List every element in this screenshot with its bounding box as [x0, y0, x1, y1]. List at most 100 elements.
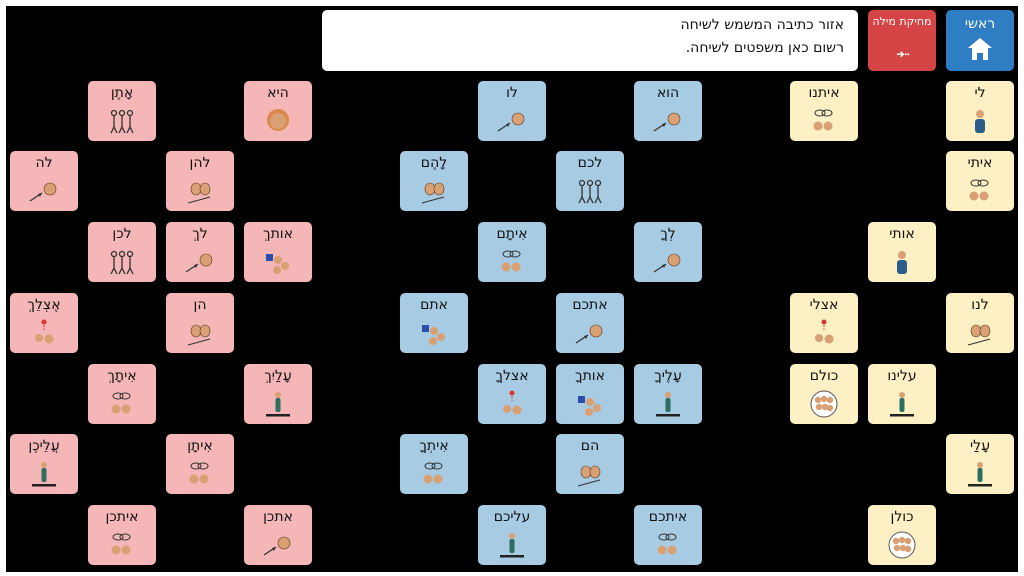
word-tile[interactable]: אתם: [400, 293, 468, 353]
word-tile[interactable]: אִיתָךְ: [88, 364, 156, 424]
word-tile[interactable]: הם: [556, 434, 624, 494]
at-you-woman-icon: [35, 319, 54, 344]
word-tile[interactable]: להן: [166, 151, 234, 211]
word-tile[interactable]: איתכם: [634, 505, 702, 565]
word-tile[interactable]: לנו: [946, 293, 1014, 353]
you-group-icon: [578, 179, 602, 204]
to-us-icon: [967, 324, 991, 346]
word-tile-label: אתכם: [572, 297, 608, 313]
word-tile[interactable]: אִיתָן: [166, 434, 234, 494]
word-tile[interactable]: הוא: [634, 81, 702, 141]
at-me-icon: [815, 319, 834, 344]
word-tile[interactable]: אותךָ: [556, 364, 624, 424]
on-you-man-icon: [656, 392, 680, 417]
word-tile[interactable]: לכם: [556, 151, 624, 211]
message-area[interactable]: אזור כתיבה המשמש לשיחה רשום כאן משפטים ל…: [322, 10, 858, 71]
word-tile[interactable]: עלינו: [868, 364, 936, 424]
you-group-women-icon: [110, 250, 134, 275]
word-tile[interactable]: היא: [244, 81, 312, 141]
word-tile-label: הן: [193, 297, 207, 313]
to-you-woman-icon: [185, 253, 213, 273]
everyone-icon: [810, 390, 838, 418]
word-tile[interactable]: לו: [478, 81, 546, 141]
word-tile-label: לי: [974, 85, 986, 101]
with-you-men-icon: [657, 533, 677, 555]
with-me-icon: [969, 179, 989, 201]
delete-word-button[interactable]: מחיקת מילה: [868, 10, 936, 71]
with-them-women-icon: [189, 462, 209, 484]
with-them-icon: [501, 250, 521, 272]
on-you-women-icon: [32, 462, 56, 487]
on-you-men-icon: [500, 533, 524, 558]
word-tile-label: אותי: [889, 226, 915, 242]
word-tile[interactable]: אתכם: [556, 293, 624, 353]
word-tile[interactable]: לי: [946, 81, 1014, 141]
to-them-men-icon: [421, 182, 445, 204]
message-area-hint: רשום כאן משפטים לשיחה.: [685, 40, 844, 56]
word-tile[interactable]: עליכם: [478, 505, 546, 565]
they-women-icon: [187, 324, 211, 346]
word-tile[interactable]: לךְ: [166, 222, 234, 282]
word-tile-label: אָתֶן: [110, 85, 134, 101]
word-tile[interactable]: איתי: [946, 151, 1014, 211]
word-tile[interactable]: אצלךָ: [478, 364, 546, 424]
word-tile-label: כולם: [809, 368, 839, 384]
word-tile[interactable]: אָתֶן: [88, 81, 156, 141]
pointing-to-man-icon: [653, 112, 681, 132]
with-you-man-icon: [423, 462, 443, 484]
word-tile-label: אִיתָם: [496, 226, 528, 242]
word-tile[interactable]: אותי: [868, 222, 936, 282]
word-tile-label: לו: [506, 85, 518, 101]
word-tile[interactable]: לָהֶם: [400, 151, 468, 211]
word-tile[interactable]: אִיתָם: [478, 222, 546, 282]
word-tile[interactable]: עָלַיִךְ: [244, 364, 312, 424]
with-you-woman-icon: [111, 392, 131, 414]
word-tile[interactable]: אותךְ: [244, 222, 312, 282]
word-tile[interactable]: אִיתְךָ: [400, 434, 468, 494]
word-tile[interactable]: איתנו: [790, 81, 858, 141]
word-tile-label: לכם: [577, 155, 603, 171]
word-tile-label: אצלי: [809, 297, 839, 313]
on-you-woman-icon: [266, 392, 290, 417]
you-men-pointing-icon: [575, 324, 603, 344]
word-tile-label: לךְ: [192, 226, 208, 242]
word-tile-label: עליכם: [493, 509, 531, 525]
word-tile[interactable]: אצלי: [790, 293, 858, 353]
word-tile[interactable]: אֶצְלֵךְ: [10, 293, 78, 353]
word-tile[interactable]: לה: [10, 151, 78, 211]
at-you-man-icon: [503, 390, 522, 415]
word-tile[interactable]: הן: [166, 293, 234, 353]
word-tile-label: אִיתָן: [187, 438, 213, 454]
word-tile-label: לָהֶם: [420, 155, 448, 171]
word-tile-label: אתם: [420, 297, 448, 313]
word-tile-label: לנו: [971, 297, 989, 313]
me-person-icon: [975, 110, 985, 133]
word-tile-label: אצלךָ: [495, 368, 529, 384]
you-women-pointing-icon: [263, 536, 291, 556]
word-tile[interactable]: עָלַי: [946, 434, 1014, 494]
with-you-women-icon: [111, 533, 131, 555]
you-men-icon: [422, 325, 445, 345]
word-tile[interactable]: עָלֶיךָ: [634, 364, 702, 424]
woman-face-icon: [267, 109, 289, 131]
word-tile[interactable]: לְךָ: [634, 222, 702, 282]
word-tile[interactable]: עֲלֵיכֶן: [10, 434, 78, 494]
word-tile[interactable]: כולם: [790, 364, 858, 424]
home-button[interactable]: ראשי: [946, 10, 1014, 71]
word-tile-label: הוא: [656, 85, 680, 101]
word-tile-label: אִיתָךְ: [107, 368, 137, 384]
word-tile-label: לכן: [112, 226, 132, 242]
word-tile-label: אותךָ: [575, 368, 605, 384]
to-her-icon: [29, 182, 57, 202]
on-me-icon: [968, 462, 992, 487]
on-us-icon: [890, 392, 914, 417]
word-tile[interactable]: כולן: [868, 505, 936, 565]
word-tile[interactable]: איתכן: [88, 505, 156, 565]
to-them-women-icon: [187, 182, 211, 204]
pointing-to-man-icon: [497, 112, 525, 132]
word-tile[interactable]: אתכן: [244, 505, 312, 565]
word-tile-label: אתכן: [263, 509, 293, 525]
word-tile[interactable]: לכן: [88, 222, 156, 282]
to-you-man-icon: [653, 253, 681, 273]
home-label: ראשי: [964, 16, 996, 32]
